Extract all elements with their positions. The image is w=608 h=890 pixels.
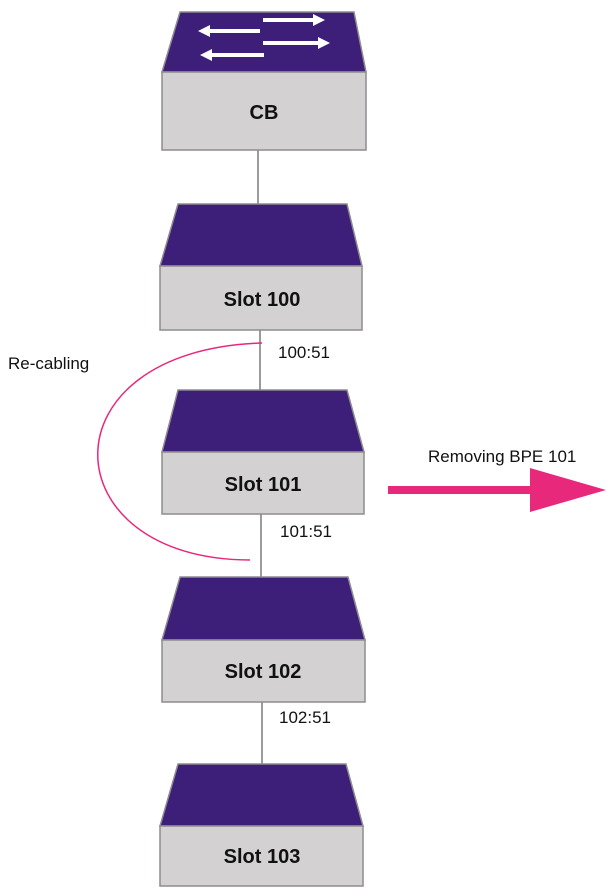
slot-101-top xyxy=(161,389,365,453)
removal-arrow xyxy=(388,468,606,512)
slot-100-label: Slot 100 xyxy=(224,289,301,311)
removal-arrow-head xyxy=(530,468,606,512)
device-slot-100: Slot 100 xyxy=(159,203,363,331)
device-slot-103: Slot 103 xyxy=(159,763,364,887)
port-100-51-label: 100:51 xyxy=(278,343,330,362)
device-slot-102: Slot 102 xyxy=(161,576,366,703)
port-102-51-label: 102:51 xyxy=(279,708,331,727)
slot-103-label: Slot 103 xyxy=(224,846,301,868)
cb-switch: CB xyxy=(160,11,367,151)
switch-arrows-icon xyxy=(198,14,330,61)
slot-102-body xyxy=(161,639,366,703)
slot-103-top xyxy=(159,763,364,827)
recabling-label: Re-cabling xyxy=(8,354,89,373)
cb-label: CB xyxy=(250,102,279,124)
recabling-arc xyxy=(97,342,263,561)
port-101-51-label: 101:51 xyxy=(280,522,332,541)
slot-102-label: Slot 102 xyxy=(225,661,302,683)
slot-103-body xyxy=(159,825,364,887)
cb-body xyxy=(161,71,367,151)
slot-101-body xyxy=(161,451,365,515)
device-slot-101: Slot 101 xyxy=(161,389,365,515)
slot-102-top xyxy=(161,576,366,641)
slot-100-top xyxy=(159,203,363,267)
slot-100-body xyxy=(159,265,363,331)
slot-101-label: Slot 101 xyxy=(225,474,302,496)
removal-arrow-shaft xyxy=(388,486,533,494)
removing-bpe-label: Removing BPE 101 xyxy=(428,447,576,466)
